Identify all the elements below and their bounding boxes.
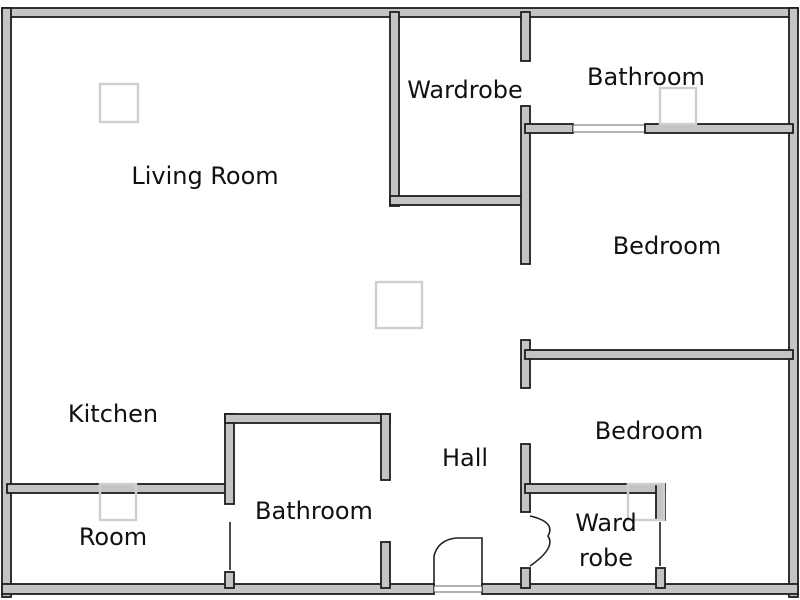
corridor-wall-mid <box>520 339 531 389</box>
kitchen-room-wall <box>6 483 232 494</box>
wardrobe-wall-left <box>389 11 400 207</box>
entrance-door-swing[interactable] <box>433 537 483 588</box>
room-label-bedroom-lower: Bedroom <box>594 417 704 445</box>
room-label-living-room: Living Room <box>131 162 279 190</box>
corridor-wall-lower <box>520 443 531 513</box>
room-label-hall: Hall <box>441 444 489 472</box>
bathroom-bottom-wall-right-top <box>380 413 391 481</box>
entrance-threshold <box>433 585 483 593</box>
room-label-kitchen: Kitchen <box>67 400 159 428</box>
bedroom-divider-wall <box>524 349 794 360</box>
wardrobe-wall-bottom <box>389 195 527 206</box>
room-label-room: Room <box>78 523 148 551</box>
small-wardrobe-wall-right-bottom <box>655 567 666 589</box>
watermark-logo <box>98 82 698 522</box>
small-wardrobe-wall-top <box>524 483 666 494</box>
room-label-ward: Ward <box>575 509 637 537</box>
wardrobe-door-swing[interactable] <box>529 515 551 567</box>
bathroom-top-window <box>572 124 646 133</box>
outer-wall-top <box>1 7 799 18</box>
room-label-robe: robe <box>578 544 634 572</box>
bathroom-bottom-wall-top <box>224 413 391 424</box>
outer-wall-bottom-left <box>1 583 435 595</box>
bathroom-bottom-wall-left-stub <box>224 571 235 589</box>
corridor-wall-bottom <box>520 567 531 589</box>
room-label-bedroom-upper: Bedroom <box>612 232 722 260</box>
outer-wall-left <box>1 7 12 598</box>
room-label-bathroom-top: Bathroom <box>587 63 705 91</box>
corridor-wall-upper <box>520 105 531 265</box>
wardrobe-wall-right-top <box>520 11 531 62</box>
bathroom-top-wall-right <box>644 123 794 134</box>
room-label-bathroom-bottom: Bathroom <box>255 497 373 525</box>
room-label-wardrobe: Wardrobe <box>407 76 523 104</box>
bathroom-bottom-wall-left <box>224 413 235 505</box>
bathroom-top-wall-left <box>524 123 574 134</box>
outer-wall-right <box>788 7 799 598</box>
bathroom-bottom-wall-right-bottom <box>380 541 391 589</box>
